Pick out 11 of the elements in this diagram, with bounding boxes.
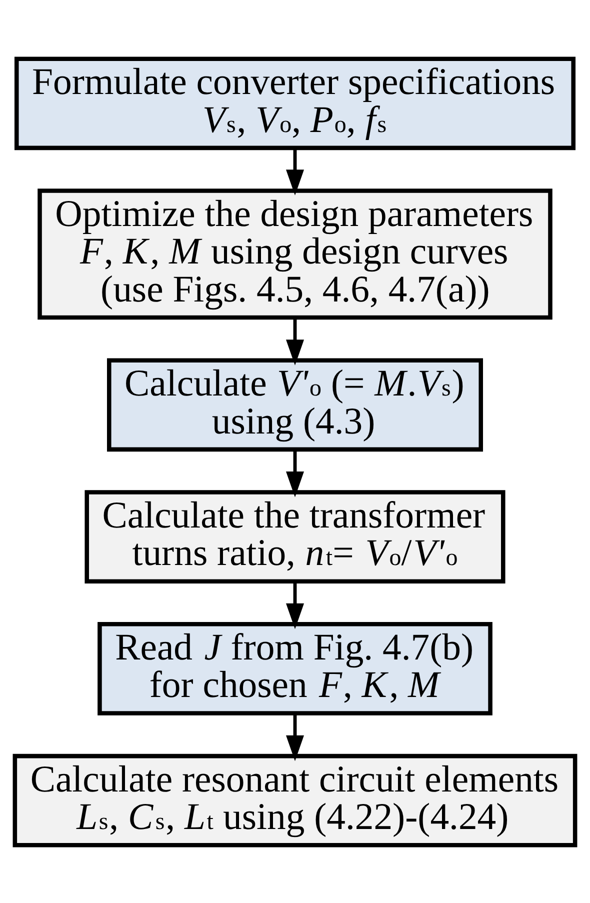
node-box: Calculate the transformer turns ratio, nt= Vo/V'o [84,490,506,583]
arrow [286,318,304,365]
arrow [286,148,304,195]
arrow [286,450,304,497]
node-box: Formulate converter specifications Vs, Vo, Po, fs [14,56,576,150]
arrow [286,713,304,761]
node-box: Calculate V'o (= M.Vs) using (4.3) [107,358,483,452]
node-box: Read J from Fig. 4.7(b) for chosen F, K, M [98,622,492,715]
arrow [286,582,304,629]
node-box: Optimize the design parameters F, K, M using design curves (use Figs. 4.5, 4.6, 4.7(a)) [38,188,552,320]
node-box: Calculate resonant circuit elements Ls, Cs, Lt using (4.22)-(4.24) [12,753,578,847]
